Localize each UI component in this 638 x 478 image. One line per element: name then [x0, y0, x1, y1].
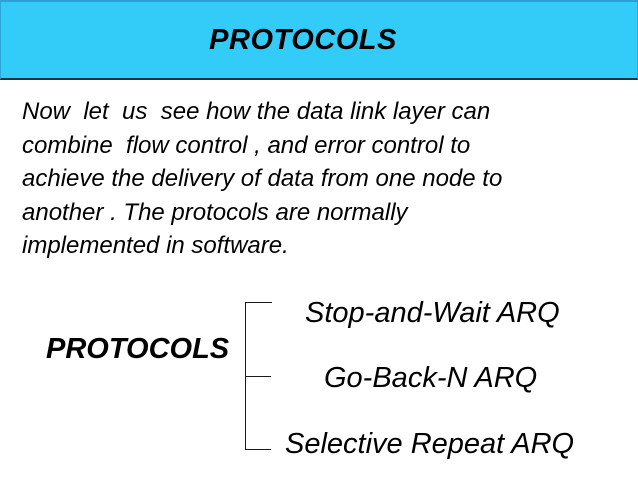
- body-paragraph: Now let us see how the data link layer c…: [22, 95, 622, 263]
- branch-label-go-back-n-arq: Go-Back-N ARQ: [324, 362, 538, 394]
- bracket-tick-bottom: [245, 449, 271, 450]
- body-line: combine flow control , and error control…: [22, 131, 471, 159]
- body-line: Now let us see how the data link layer c…: [22, 98, 491, 125]
- branch-label-stop-and-wait-arq: Stop-and-Wait ARQ: [305, 297, 560, 329]
- body-line: another . The protocols are normally: [22, 198, 408, 226]
- slide-header-banner: PROTOCOLS: [0, 0, 638, 80]
- bracket-tick-middle: [245, 376, 271, 377]
- diagram-root-label: PROTOCOLS: [46, 333, 230, 365]
- body-line: implemented in software.: [22, 232, 289, 259]
- bracket-tick-top: [245, 302, 272, 303]
- branch-label-selective-repeat-arq: Selective Repeat ARQ: [285, 428, 575, 460]
- body-line: achieve the delivery of data from one no…: [22, 165, 503, 192]
- slide-title: PROTOCOLS: [209, 23, 397, 56]
